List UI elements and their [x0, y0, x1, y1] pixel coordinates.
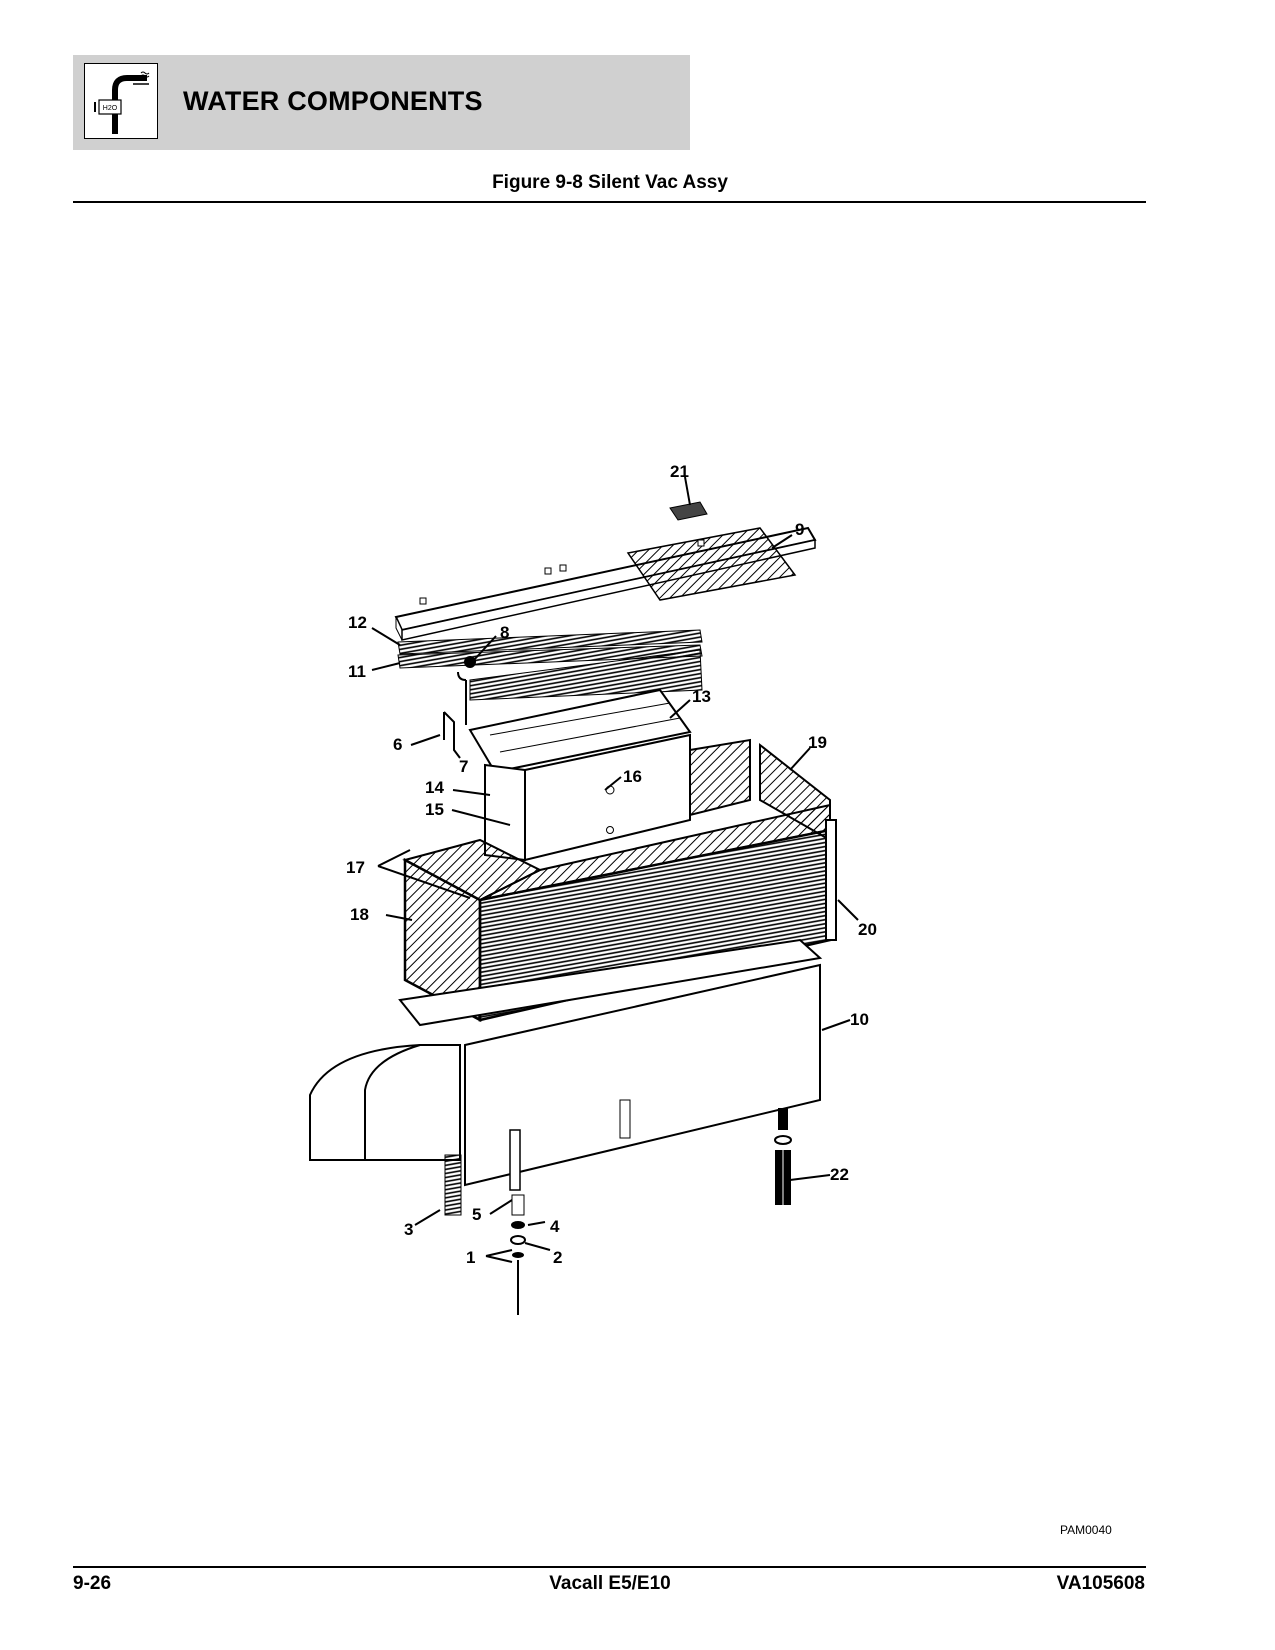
callout-8: 8 [500, 623, 509, 642]
part-9-top-panel [394, 526, 817, 641]
leader-lines [371, 476, 859, 1263]
section-title: WATER COMPONENTS [183, 86, 483, 116]
callout-15: 15 [425, 800, 444, 819]
part-22-hose [774, 1108, 792, 1205]
callout-7: 7 [459, 757, 468, 776]
figure-title: Figure 9-8 Silent Vac Assy [492, 172, 728, 193]
callout-20: 20 [858, 920, 877, 939]
document-number: VA105608 [1056, 1573, 1145, 1594]
callout-14: 14 [425, 778, 444, 797]
section-logo: H2O [84, 63, 158, 139]
callout-12: 12 [348, 613, 367, 632]
water-faucet-icon: H2O [94, 71, 150, 134]
callout-labels: 1 2 3 4 5 6 7 8 9 10 11 12 13 14 15 16 1… [346, 462, 877, 1267]
callout-5: 5 [472, 1205, 481, 1224]
callout-10: 10 [850, 1010, 869, 1029]
callout-16: 16 [623, 767, 642, 786]
part-10-base [309, 938, 823, 1187]
parts-13-16-inner-box [468, 688, 692, 862]
drawing-id: PAM0040 [1060, 1523, 1112, 1537]
parts-1-5-drain-fittings [444, 1129, 526, 1315]
callout-22: 22 [830, 1165, 849, 1184]
exploded-assembly-drawing: 1 2 3 4 5 6 7 8 9 10 11 12 13 14 15 16 1… [309, 462, 877, 1315]
bottom-rule [73, 1566, 1146, 1568]
parts-11-12-filter-pads [397, 629, 703, 701]
callout-9: 9 [795, 520, 804, 539]
callout-2: 2 [553, 1248, 562, 1267]
callout-18: 18 [350, 905, 369, 924]
top-rule [73, 201, 1146, 203]
manual-title: Vacall E5/E10 [549, 1573, 671, 1594]
callout-17: 17 [346, 858, 365, 877]
callout-21: 21 [670, 462, 689, 481]
header-band [73, 55, 690, 150]
callout-1: 1 [466, 1248, 475, 1267]
callout-6: 6 [393, 735, 402, 754]
callout-3: 3 [404, 1220, 413, 1239]
callout-19: 19 [808, 733, 827, 752]
page-number: 9-26 [73, 1573, 112, 1594]
callout-4: 4 [550, 1217, 560, 1236]
callout-13: 13 [692, 687, 711, 706]
part-21-clip [669, 501, 708, 521]
parts-6-7-8-fasteners [443, 656, 476, 759]
callout-11: 11 [348, 662, 366, 681]
icon-label-text: H2O [103, 105, 118, 112]
parts-17-20-housing [402, 738, 837, 1023]
